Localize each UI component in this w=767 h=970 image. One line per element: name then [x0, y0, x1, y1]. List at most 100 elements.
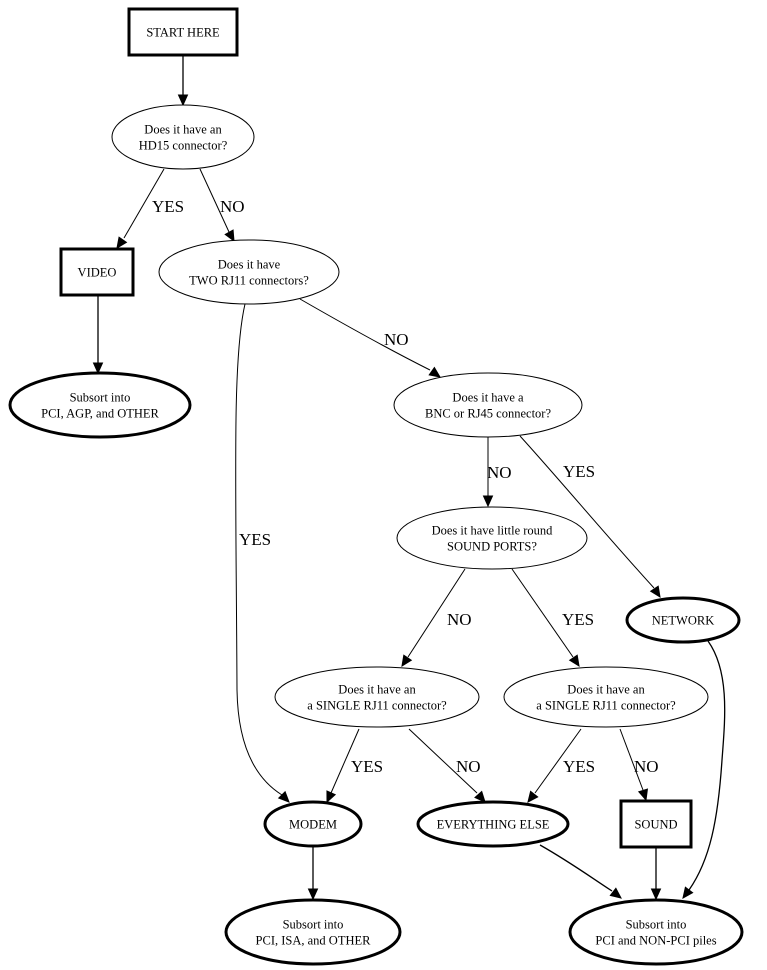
arrowhead-icon — [224, 229, 235, 243]
arrowhead-icon — [682, 886, 694, 899]
arrowhead-icon — [650, 888, 662, 901]
node-ellipse — [158, 239, 340, 305]
edge-modem-to-modem_subsort — [307, 846, 319, 901]
edge-line — [519, 435, 655, 589]
node-label: PCI and NON-PCI piles — [595, 934, 716, 948]
edge-line — [123, 168, 165, 239]
node-ellipse — [416, 800, 570, 848]
node-ellipse — [111, 104, 255, 170]
edge-line — [619, 728, 644, 791]
node-ellipse — [625, 596, 741, 644]
edge-line — [235, 303, 283, 796]
arrowhead-icon — [307, 888, 319, 901]
arrowhead-icon — [474, 790, 486, 803]
arrowhead-icon — [116, 236, 128, 249]
node-modem: MODEM — [263, 800, 363, 848]
edge-label-no: NO — [487, 463, 512, 482]
node-sound: SOUND — [619, 799, 693, 849]
edge-sound-to-pci_subsort — [650, 848, 662, 901]
edge-label-no: NO — [220, 197, 245, 216]
node-box — [619, 799, 693, 849]
edge-q_sound_ports-to-q_single_rj11_b — [511, 568, 580, 668]
edge-line — [688, 640, 726, 891]
edge-q_single_rj11_a-to-everything_else — [408, 728, 486, 803]
node-ellipse — [396, 506, 588, 570]
edge-label-no: NO — [456, 757, 481, 776]
edge-line — [299, 298, 431, 371]
node-video: VIDEO — [59, 247, 135, 297]
edge-line — [511, 568, 574, 658]
node-ellipse — [568, 898, 744, 966]
node-label: SOUND PORTS? — [447, 540, 537, 554]
node-label: a SINGLE RJ11 connector? — [536, 699, 676, 713]
node-start: START HERE — [127, 7, 239, 57]
node-label: NETWORK — [652, 614, 715, 628]
node-label: Does it have little round — [432, 524, 554, 538]
edge-q_bnc_rj45-to-q_sound_ports — [482, 437, 494, 508]
edge-network-to-pci_subsort — [682, 640, 726, 899]
node-label: Subsort into — [283, 918, 344, 932]
arrowhead-icon — [609, 887, 622, 899]
arrowhead-icon — [649, 585, 661, 599]
edge-line — [408, 728, 478, 794]
node-label: MODEM — [289, 818, 337, 832]
node-q-single-rj11-a: Does it have an a SINGLE RJ11 connector? — [274, 666, 480, 728]
edge-label-no: NO — [634, 757, 659, 776]
edge-label-yes: YES — [563, 462, 595, 481]
node-label: Does it have an — [567, 683, 645, 697]
node-label: VIDEO — [78, 266, 117, 280]
node-network: NETWORK — [625, 596, 741, 644]
edge-label-yes: YES — [351, 757, 383, 776]
node-label: PCI, AGP, and OTHER — [41, 407, 159, 421]
edge-line — [534, 728, 582, 794]
node-box — [59, 247, 135, 297]
nodes-layer: START HERE Does it have an HD15 connector?… — [8, 7, 744, 966]
node-label: Does it have — [218, 258, 281, 272]
arrowhead-icon — [527, 790, 539, 803]
edge-labels-layer: YES NO NO YES NO YES NO YES YES NO YES NO — [152, 197, 659, 776]
node-ellipse — [263, 800, 363, 848]
node-label: Does it have an — [338, 683, 416, 697]
node-label: EVERYTHING ELSE — [437, 818, 550, 832]
edge-label-yes: YES — [152, 197, 184, 216]
edge-label-yes: YES — [563, 757, 595, 776]
edge-label-yes: YES — [239, 530, 271, 549]
node-ellipse — [503, 666, 709, 728]
edge-q_hd15-to-video — [116, 168, 165, 249]
node-label: Does it have an — [144, 123, 222, 137]
edge-q_two_rj11-to-q_bnc_rj45 — [299, 298, 441, 378]
node-ellipse — [274, 666, 480, 728]
edge-label-yes: YES — [562, 610, 594, 629]
node-label: HD15 connector? — [139, 139, 228, 153]
edge-line — [199, 168, 230, 233]
edge-q_single_rj11_a-to-modem — [326, 728, 360, 804]
node-label: Subsort into — [70, 391, 131, 405]
edge-everything_else-to-pci_subsort — [539, 844, 622, 899]
edge-label-no: NO — [384, 330, 409, 349]
node-label: TWO RJ11 connectors? — [189, 274, 309, 288]
edge-video-to-video_subsort — [92, 296, 104, 375]
arrowhead-icon — [428, 366, 441, 378]
node-q-hd15: Does it have an HD15 connector? — [111, 104, 255, 170]
edge-q_two_rj11-to-modem — [235, 303, 290, 803]
node-everything-else: EVERYTHING ELSE — [416, 800, 570, 848]
edge-q_hd15-to-q_two_rj11 — [199, 168, 235, 243]
node-label: a SINGLE RJ11 connector? — [307, 699, 447, 713]
arrowhead-icon — [277, 790, 290, 803]
node-label: SOUND — [634, 818, 677, 832]
arrowhead-icon — [177, 94, 189, 107]
arrowhead-icon — [92, 362, 104, 375]
node-ellipse — [393, 372, 583, 438]
arrowhead-icon — [568, 654, 580, 668]
edge-q_bnc_rj45-to-network — [519, 435, 661, 599]
arrowhead-icon — [482, 495, 494, 508]
edge-start-to-q_hd15 — [177, 56, 189, 107]
edge-label-no: NO — [447, 610, 472, 629]
node-ellipse — [224, 898, 402, 966]
arrowhead-icon — [326, 790, 337, 804]
